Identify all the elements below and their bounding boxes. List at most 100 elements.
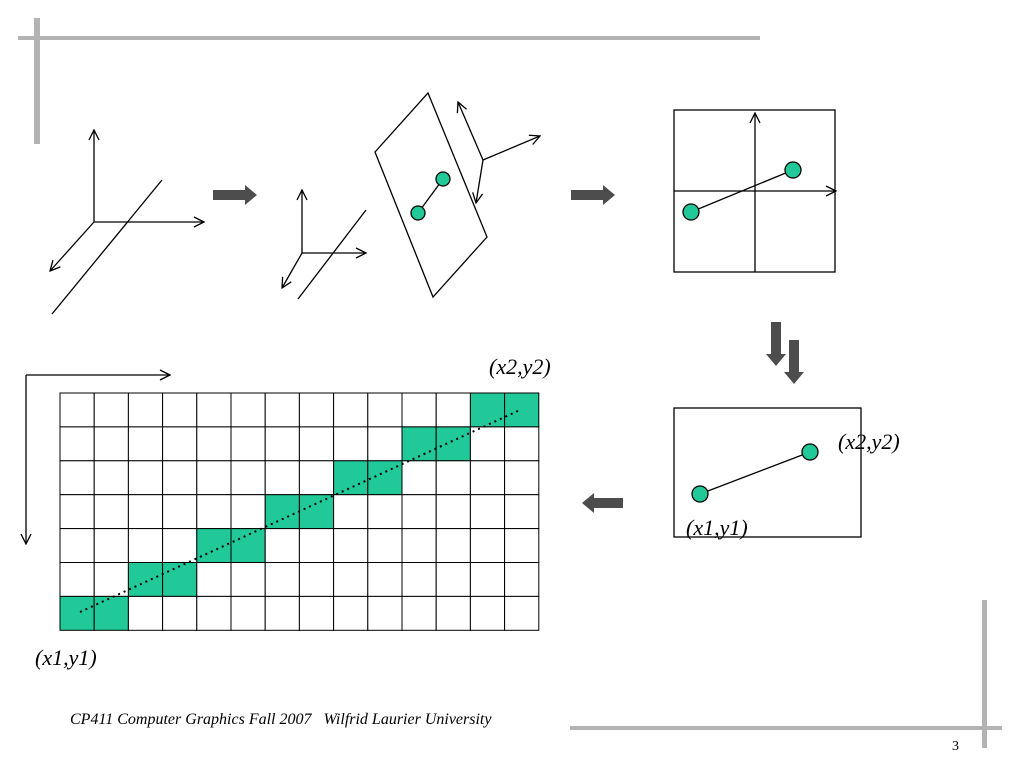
world-axes-3d	[50, 130, 204, 315]
pixel-cell-filled	[230, 528, 266, 563]
pixel-cell	[504, 528, 540, 563]
pixel-cell	[504, 460, 540, 496]
pixel-cell	[196, 460, 232, 496]
pixel-cell	[264, 528, 300, 563]
pixel-cell	[59, 562, 95, 597]
pixel-grid	[59, 392, 540, 631]
pixel-cell	[162, 392, 198, 428]
pixel-cell	[127, 392, 164, 428]
viewport-endpoint-2	[801, 443, 819, 461]
pixel-cell	[469, 494, 506, 530]
camera-axis-right	[482, 136, 540, 161]
pixel-cell	[367, 392, 403, 428]
pixel-cell	[59, 460, 95, 496]
pixel-cell-filled	[333, 460, 369, 496]
pixel-cell	[264, 460, 300, 496]
pixel-cell	[162, 494, 198, 530]
world-line	[51, 179, 163, 315]
pixel-cell	[298, 460, 335, 496]
pixel-cell	[93, 528, 129, 563]
window-endpoint-1	[682, 203, 700, 221]
window-2d	[673, 109, 836, 273]
pixel-cell	[230, 494, 266, 530]
projection-scene	[282, 91, 540, 300]
pixel-cell	[59, 528, 95, 563]
pixel-cell	[469, 528, 506, 563]
pixel-cell	[469, 595, 506, 631]
raster-panel: (x2,y2) (x1,y1)	[26, 354, 551, 670]
frame-bar-top-left-vertical	[34, 18, 40, 144]
pixel-cell	[367, 426, 403, 462]
pixel-cell	[333, 494, 369, 530]
pixel-cell-filled	[435, 426, 471, 462]
pixel-cell	[435, 460, 471, 496]
pixel-cell	[333, 528, 369, 563]
pixel-cell	[298, 562, 335, 597]
frame-bar-bottom-horizontal	[570, 726, 1002, 730]
pixel-cell	[469, 562, 506, 597]
pixel-cell	[504, 562, 540, 597]
arrow-down-2	[784, 340, 804, 384]
pixel-cell-filled	[264, 494, 300, 530]
pixel-cell	[93, 494, 129, 530]
window-endpoint-2	[784, 161, 802, 179]
page-number: 3	[952, 739, 959, 754]
pixel-cell	[127, 460, 164, 496]
pixel-cell	[504, 494, 540, 530]
pixel-cell	[435, 392, 471, 428]
pixel-cell	[504, 426, 540, 462]
pixel-cell	[230, 595, 266, 631]
pixel-cell	[162, 528, 198, 563]
transform-arrow-left	[582, 493, 623, 513]
viewport-endpoint-1	[691, 485, 709, 503]
pixel-cell	[298, 392, 335, 428]
pixel-cell	[504, 595, 540, 631]
pixel-cell	[230, 562, 266, 597]
pixel-cell	[435, 595, 471, 631]
pixel-cell	[59, 392, 95, 428]
pixel-cell	[59, 494, 95, 530]
frame-bar-bottom-right-vertical	[982, 600, 987, 748]
window-line-segment	[690, 169, 794, 213]
pixel-cell	[93, 460, 129, 496]
footer-course-title: CP411 Computer Graphics Fall 2007 Wilfri…	[70, 711, 492, 728]
pixel-cell	[127, 528, 164, 563]
plane-endpoint-2	[435, 171, 451, 187]
transform-arrow-right-2	[571, 185, 615, 205]
pixel-cell-filled	[127, 562, 164, 597]
pixel-cell	[162, 595, 198, 631]
pixel-cell	[127, 595, 164, 631]
pixel-cell	[367, 562, 403, 597]
pixel-cell	[298, 528, 335, 563]
pixel-cell	[162, 426, 198, 462]
pixel-cell	[264, 426, 300, 462]
pixel-cell	[401, 494, 437, 530]
pixel-cell	[401, 528, 437, 563]
plane-endpoint-1	[410, 205, 426, 221]
pixel-cell	[196, 392, 232, 428]
viewport-2d: (x2,y2) (x1,y1)	[673, 407, 900, 540]
pixel-cell	[469, 460, 506, 496]
pixel-cell	[264, 562, 300, 597]
pixel-cell-filled	[162, 562, 198, 597]
pixel-cell	[264, 392, 300, 428]
axis-z-arrow-small	[282, 252, 303, 288]
pixel-cell	[401, 595, 437, 631]
pixel-cell	[93, 392, 129, 428]
pixel-cell	[196, 562, 232, 597]
camera-axis-up	[458, 102, 484, 161]
pixel-cell	[93, 426, 129, 462]
pixel-cell	[230, 460, 266, 496]
viewport-frame	[673, 407, 862, 538]
pixel-cell-filled	[59, 595, 95, 631]
ideal-line-dotted	[79, 409, 521, 613]
pixel-cell	[230, 426, 266, 462]
pixel-cell-filled	[93, 595, 129, 631]
pixel-cell-filled	[469, 392, 506, 428]
viewport-line-segment	[699, 451, 811, 495]
pixel-cell	[367, 494, 403, 530]
pixel-cell-filled	[504, 392, 540, 428]
viewport-end-label: (x2,y2)	[838, 429, 900, 454]
grid-start-label: (x1,y1)	[35, 645, 97, 670]
pixel-cell	[333, 426, 369, 462]
